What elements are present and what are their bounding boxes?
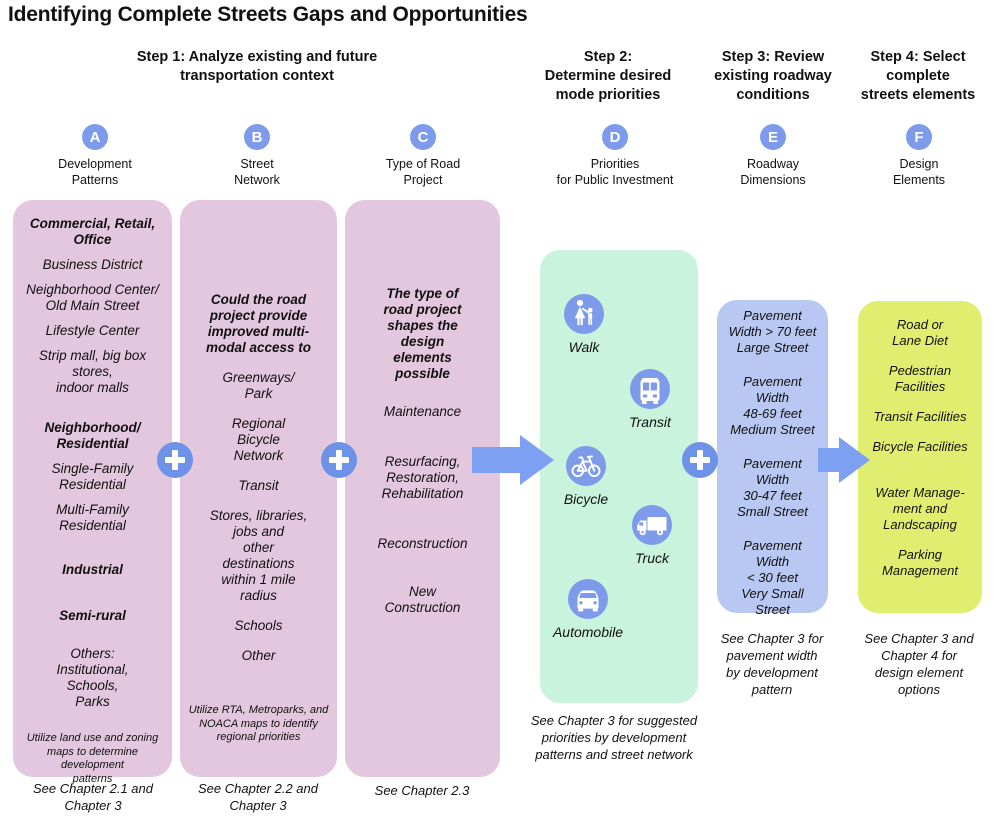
mode-label: Truck <box>635 550 669 566</box>
box-a-note: Utilize land use and zoning maps to dete… <box>26 732 159 785</box>
box-b-footer: See Chapter 2.2 and Chapter 3 <box>198 781 318 814</box>
badge-a-label: Development Patterns <box>58 157 132 187</box>
list-item: Stores, libraries, jobs and other destin… <box>209 508 308 603</box>
box-a-footer: See Chapter 2.1 and Chapter 3 <box>33 781 153 814</box>
list-item: Regional Bicycle Network <box>231 416 286 463</box>
mode-bicycle: Bicycle <box>531 446 641 507</box>
step-1-header: Step 1: Analyze existing and future tran… <box>136 49 378 84</box>
mode-priorities-box: Walk Transit <box>540 250 698 703</box>
list-item: Industrial <box>62 562 123 577</box>
list-item: Business District <box>42 257 143 272</box>
badge-e-label: Roadway Dimensions <box>740 157 806 187</box>
badge-d-label: Priorities for Public Investment <box>556 157 674 187</box>
list-item: Pavement Width 48-69 feet Medium Street <box>730 374 815 437</box>
list-item: Bicycle Facilities <box>872 439 968 454</box>
list-item: Pedestrian Facilities <box>888 363 952 394</box>
badge-b-label: Street Network <box>234 157 280 187</box>
list-item: Pavement Width < 30 feet Very Small Stre… <box>741 538 804 617</box>
list-item: Transit Facilities <box>873 409 967 424</box>
mode-transit: Transit <box>595 369 705 430</box>
box-b-note: Utilize RTA, Metroparks, and NOACA maps … <box>188 704 329 743</box>
list-item: Neighborhood Center/ Old Main Street <box>26 282 159 313</box>
badge-a: A <box>82 124 108 150</box>
list-item: Resurfacing, Restoration, Rehabilitation <box>381 454 464 501</box>
list-item: Reconstruction <box>377 536 468 551</box>
walk-icon <box>564 294 604 334</box>
badge-f: F <box>906 124 932 150</box>
box-d-footer: See Chapter 3 for suggested priorities b… <box>530 713 698 763</box>
list-item: Parking Management <box>882 547 958 578</box>
truck-icon <box>632 505 672 545</box>
list-item: Single-Family Residential <box>51 461 134 492</box>
page-title: Identifying Complete Streets Gaps and Op… <box>8 3 528 26</box>
badge-e: E <box>760 124 786 150</box>
list-item: The type of road project shapes the desi… <box>383 286 462 381</box>
development-patterns-box: Commercial, Retail, Office Business Dist… <box>13 200 172 785</box>
step-3-header: Step 3: Review existing roadway conditio… <box>714 49 832 103</box>
mode-label: Transit <box>629 414 671 430</box>
badge-c: C <box>410 124 436 150</box>
mode-label: Bicycle <box>563 491 609 507</box>
design-elements-box: Road or Lane Diet Pedestrian Facilities … <box>858 301 982 613</box>
step-4-header: Step 4: Select complete streets elements <box>860 49 976 103</box>
mode-walk: Walk <box>529 294 639 355</box>
list-item: Schools <box>234 618 283 633</box>
plus-icon <box>321 442 357 478</box>
list-item: Pavement Width > 70 feet Large Street <box>728 308 817 355</box>
list-item: Greenways/ Park <box>222 370 295 401</box>
arrow-right-icon <box>472 435 554 485</box>
badge-d: D <box>602 124 628 150</box>
list-item: Strip mall, big box stores, indoor malls <box>38 348 147 395</box>
list-item: Maintenance <box>383 404 462 419</box>
automobile-icon <box>568 579 608 619</box>
list-item: Could the road project provide improved … <box>205 292 312 355</box>
roadway-dimensions-box: Pavement Width > 70 feet Large Street Pa… <box>717 300 828 617</box>
plus-icon <box>157 442 193 478</box>
list-item: New Construction <box>384 584 461 615</box>
box-c-footer: See Chapter 2.3 <box>374 783 470 798</box>
badge-b: B <box>244 124 270 150</box>
list-item: Other <box>241 648 276 663</box>
list-item: Transit <box>238 478 279 493</box>
mode-label: Walk <box>568 339 600 355</box>
list-item: Semi-rural <box>59 608 126 623</box>
badge-f-label: Design Elements <box>892 157 946 187</box>
list-item: Road or Lane Diet <box>892 317 948 348</box>
street-network-box: Could the road project provide improved … <box>180 200 337 777</box>
road-project-type-box: The type of road project shapes the desi… <box>345 200 500 777</box>
list-item: Multi-Family Residential <box>56 502 129 533</box>
step-2-header: Step 2: Determine desired mode prioritie… <box>544 49 672 103</box>
transit-icon <box>630 369 670 409</box>
list-item: Lifestyle Center <box>45 323 140 338</box>
list-item: Neighborhood/ Residential <box>44 420 141 451</box>
bicycle-icon <box>566 446 606 486</box>
badge-c-label: Type of Road Project <box>385 157 461 187</box>
plus-icon <box>682 442 718 478</box>
list-item: Others: Institutional, Schools, Parks <box>56 646 129 709</box>
box-f-footer: See Chapter 3 and Chapter 4 for design e… <box>864 631 974 698</box>
arrow-right-icon <box>818 437 870 483</box>
list-item: Pavement Width 30-47 feet Small Street <box>737 456 808 519</box>
list-item: Water Manage- ment and Landscaping <box>875 485 965 532</box>
mode-truck: Truck <box>597 505 707 566</box>
mode-label: Automobile <box>552 624 624 640</box>
list-item: Commercial, Retail, Office <box>29 216 156 247</box>
mode-automobile: Automobile <box>533 579 643 640</box>
box-e-footer: See Chapter 3 for pavement width by deve… <box>720 631 824 698</box>
